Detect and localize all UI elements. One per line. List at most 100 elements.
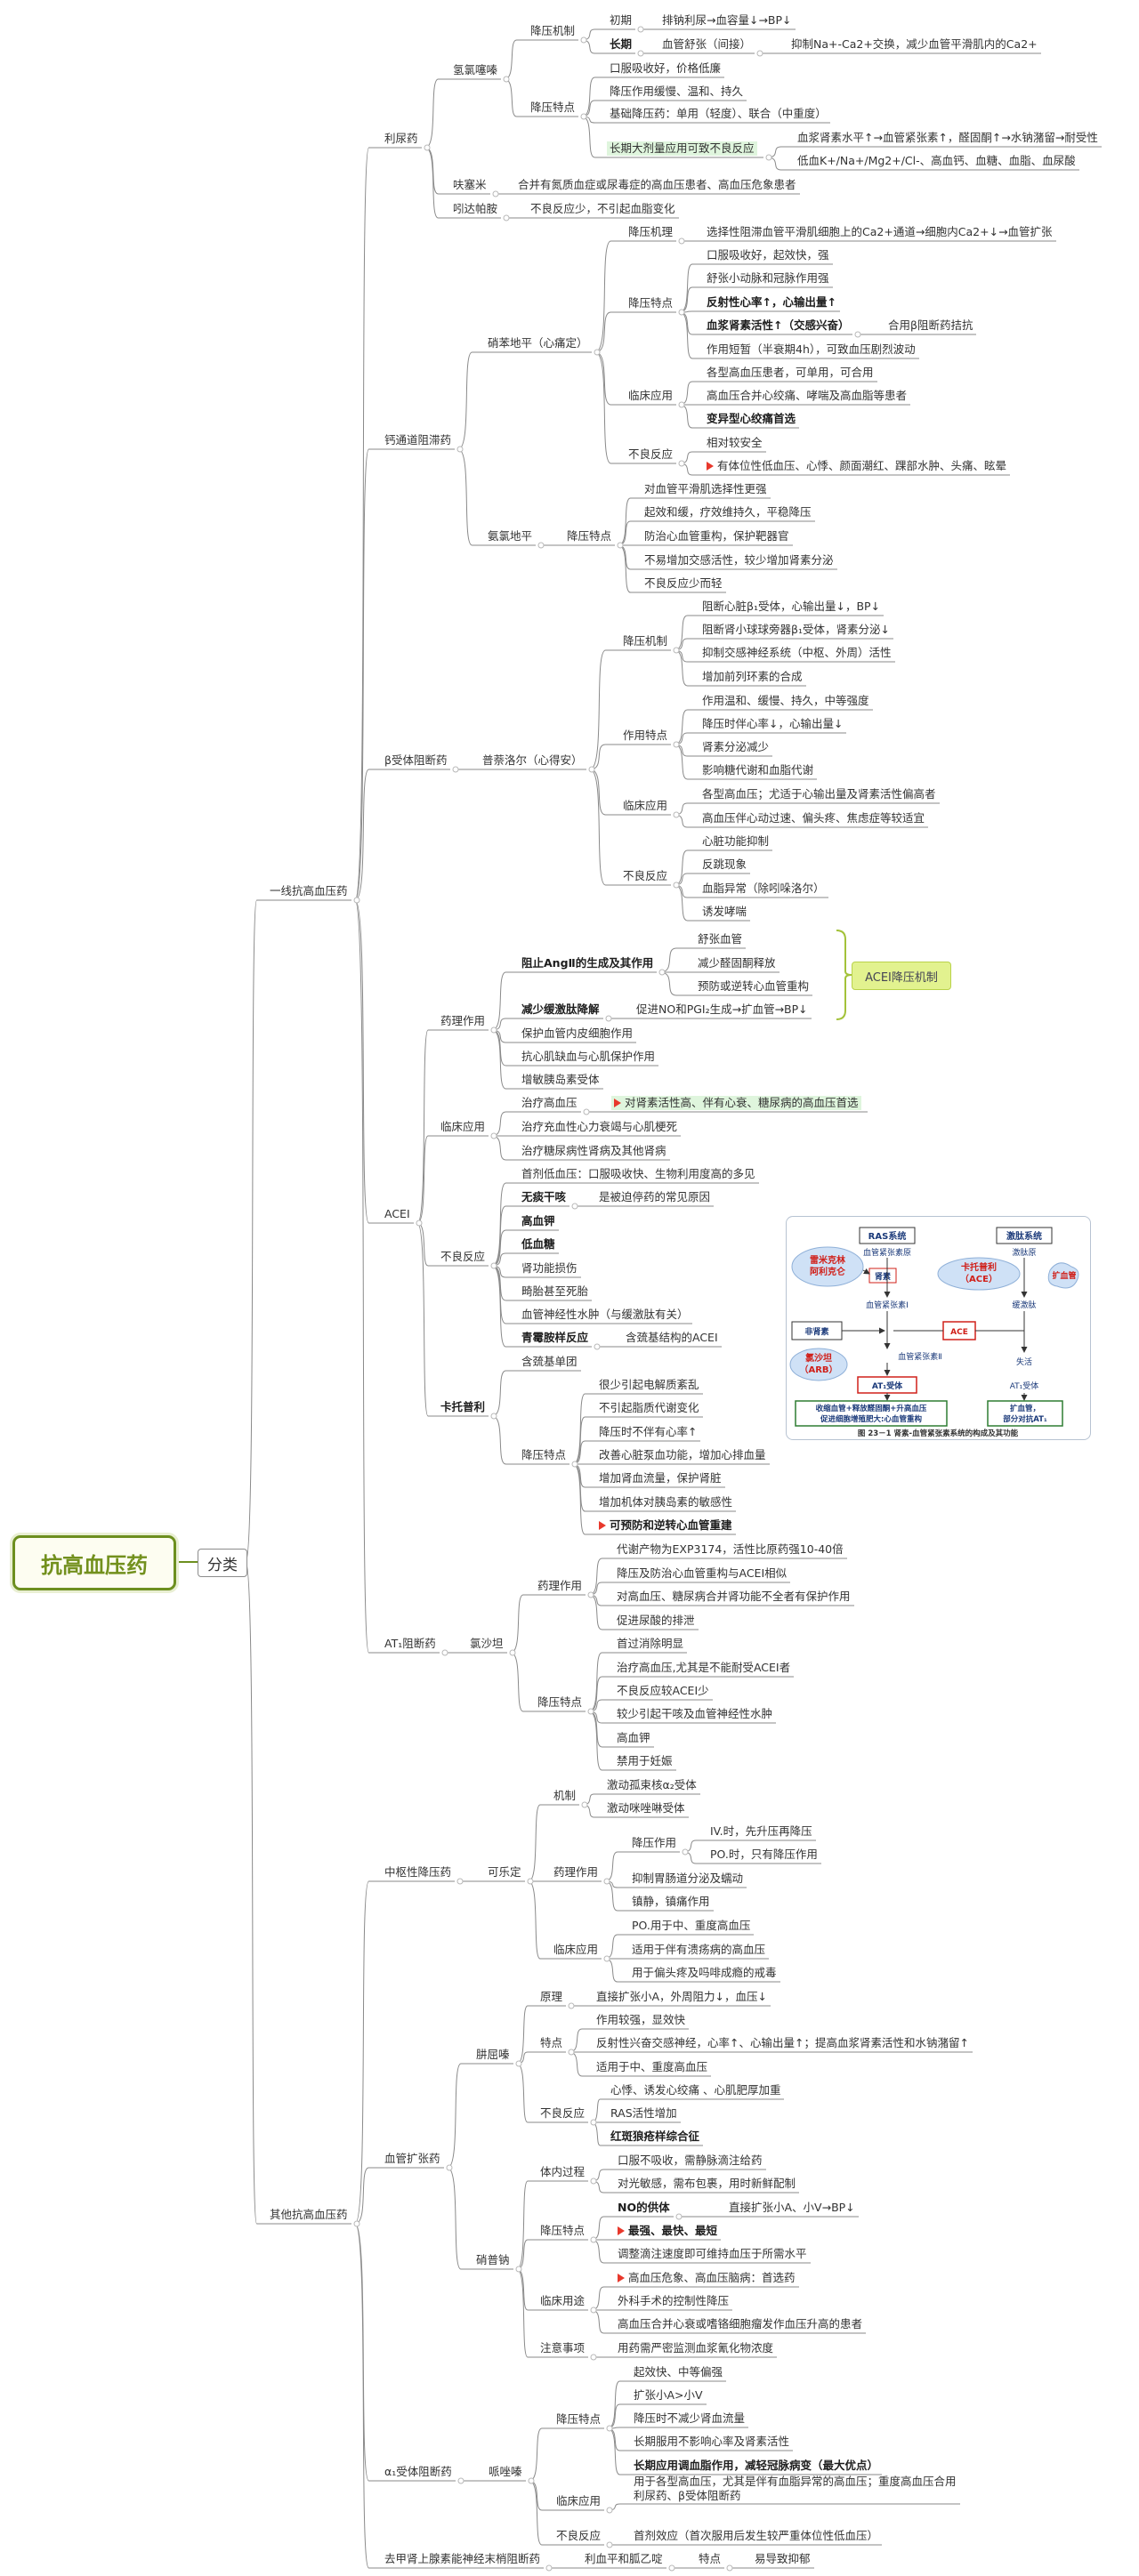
mindmap-node-m14[interactable]: 适用于伴有溃疡病的高血压 — [632, 1943, 765, 1957]
mindmap-node-e27[interactable]: 含巯基结构的ACEI — [626, 1331, 718, 1345]
mindmap-node-r2[interactable]: 哌唑嗪 — [489, 2465, 522, 2479]
mindmap-node-v25[interactable]: 高血压合并心衰或嗜铬细胞瘤发作血压升高的患者 — [618, 2317, 862, 2331]
mindmap-node-c1[interactable]: 钙通道阻滞药 — [384, 433, 451, 447]
mindmap-node-bb9[interactable]: 作用温和、缓慢、持久，中等强度 — [702, 694, 869, 708]
mindmap-node-r6[interactable]: 降压时不减少肾血流量 — [634, 2411, 745, 2426]
mindmap-node-e2[interactable]: 药理作用 — [440, 1014, 485, 1028]
mindmap-node-v9[interactable]: 不良反应 — [540, 2106, 585, 2121]
mindmap-node-t8[interactable]: 降压特点 — [537, 1695, 582, 1710]
mindmap-node-bb13[interactable]: 临床应用 — [623, 799, 667, 813]
mindmap-node-g3[interactable]: 特点 — [699, 2552, 721, 2566]
mindmap-node-e25[interactable]: 血管神经性水肿（与缓激肽有关） — [521, 1308, 689, 1322]
mindmap-node-v17[interactable]: 降压特点 — [540, 2224, 585, 2238]
mindmap-node-bb18[interactable]: 反跳现象 — [702, 857, 747, 872]
mindmap-node-l9[interactable]: 降压特点 — [530, 101, 575, 115]
mindmap-node-e37[interactable]: 可预防和逆转心血管重建 — [599, 1518, 732, 1533]
mindmap-node-e29[interactable]: 含巯基单团 — [521, 1355, 578, 1369]
mindmap-node-e19[interactable]: 无痰干咳 — [521, 1190, 566, 1204]
mindmap-node-e17[interactable]: 不良反应 — [440, 1250, 485, 1264]
mindmap-node-e30[interactable]: 降压特点 — [521, 1448, 566, 1462]
mindmap-node-t9[interactable]: 首过消除明显 — [617, 1637, 683, 1651]
mindmap-node-bb7[interactable]: 增加前列环素的合成 — [702, 670, 803, 684]
mindmap-node-m11[interactable]: 镇静，镇痛作用 — [632, 1895, 710, 1909]
mindmap-node-e18[interactable]: 首剂低血压：口服吸收快、生物利用度高的多见 — [521, 1167, 755, 1181]
mindmap-node-e11[interactable]: 增敏胰岛素受体 — [521, 1073, 600, 1087]
mindmap-node-t7[interactable]: 促进尿酸的排泄 — [617, 1614, 695, 1628]
mindmap-node-e34[interactable]: 改善心脏泵血功能，增加心排血量 — [599, 1448, 766, 1462]
mindmap-node-e31[interactable]: 很少引起电解质紊乱 — [599, 1378, 699, 1392]
mindmap-node-bb20[interactable]: 诱发哮喘 — [702, 905, 747, 919]
mindmap-node-bb4[interactable]: 阻断心脏β₁受体，心输出量↓，BP↓ — [702, 600, 880, 614]
mindmap-node-e12[interactable]: 临床应用 — [440, 1120, 485, 1134]
mindmap-node-e10[interactable]: 抗心肌缺血与心肌保护作用 — [521, 1050, 655, 1064]
mindmap-node-r3[interactable]: 降压特点 — [556, 2412, 601, 2427]
mindmap-node-l15[interactable]: 低血K+/Na+/Mg2+/Cl-、高血钙、血糖、血脂、血尿酸 — [797, 154, 1076, 168]
mindmap-node-bb8[interactable]: 作用特点 — [623, 729, 667, 743]
mindmap-root-node[interactable]: 抗高血压药 — [12, 1535, 176, 1590]
mindmap-node-m10[interactable]: 抑制胃肠道分泌及蠕动 — [632, 1872, 743, 1886]
mindmap-node-l5[interactable]: 排钠利尿→血容量↓→BP↓ — [662, 13, 792, 28]
mindmap-node-m4[interactable]: 激动孤束核α₂受体 — [607, 1778, 697, 1792]
mindmap-node-e26[interactable]: 青霉胺样反应 — [521, 1331, 588, 1345]
mindmap-node-c15[interactable]: 变异型心绞痛首选 — [707, 412, 796, 426]
mindmap-node-r1[interactable]: α₁受体阻断药 — [384, 2465, 452, 2479]
mindmap-node-t4[interactable]: 代谢产物为EXP3174，活性比原药强10-40倍 — [617, 1542, 844, 1557]
mindmap-node-l7[interactable]: 血管舒张（间接） — [662, 37, 751, 52]
mindmap-node-v8[interactable]: 适用于中、重度高血压 — [596, 2060, 707, 2074]
mindmap-node-l3[interactable]: 降压机制 — [530, 24, 575, 38]
mindmap-node-r8[interactable]: 长期应用调血脂作用，减轻冠脉病变（最大优点） — [634, 2459, 878, 2473]
mindmap-node-m1[interactable]: 中枢性降压药 — [384, 1865, 451, 1880]
mindmap-node-bb6[interactable]: 抑制交感神经系统（中枢、外周）活性 — [702, 646, 892, 660]
mindmap-node-c19[interactable]: 氨氯地平 — [488, 529, 532, 543]
mindmap-node-v13[interactable]: 硝普钠 — [476, 2253, 510, 2267]
mindmap-node-c16[interactable]: 不良反应 — [628, 447, 673, 462]
mindmap-node-g1[interactable]: 去甲肾上腺素能神经末梢阻断药 — [384, 2552, 540, 2566]
mindmap-node-e7[interactable]: 减少缓激肽降解 — [521, 1002, 600, 1017]
mindmap-node-r10[interactable]: 用于各型高血压，尤其是伴有血脂异常的高血压；重度高血压合用 利尿药、β受体阻断药 — [634, 2475, 957, 2503]
mindmap-node-v1[interactable]: 血管扩张药 — [384, 2152, 440, 2166]
mindmap-node-c25[interactable]: 不良反应少而轻 — [644, 576, 723, 591]
mindmap-node-v27[interactable]: 用药需严密监测血浆氰化物浓度 — [618, 2341, 773, 2355]
mindmap-node-v26[interactable]: 注意事项 — [540, 2341, 585, 2355]
mindmap-node-v22[interactable]: 临床用途 — [540, 2294, 585, 2308]
mindmap-node-t11[interactable]: 不良反应较ACEI少 — [617, 1684, 709, 1698]
mindmap-node-e36[interactable]: 增加机体对胰岛素的敏感性 — [599, 1495, 732, 1509]
mindmap-node-bb16[interactable]: 不良反应 — [623, 869, 667, 883]
mindmap-node-l6[interactable]: 长期 — [610, 37, 632, 52]
mindmap-node-e33[interactable]: 降压时不伴有心率↑ — [599, 1425, 697, 1439]
mindmap-node-e35[interactable]: 增加肾血流量，保护肾脏 — [599, 1471, 722, 1485]
mindmap-node-e13[interactable]: 治疗高血压 — [521, 1096, 578, 1110]
mindmap-node-l18[interactable]: 吲达帕胺 — [453, 202, 497, 216]
mindmap-node-l10[interactable]: 口服吸收好，价格低廉 — [610, 61, 721, 76]
mindmap-node-v11[interactable]: RAS活性增加 — [610, 2106, 677, 2121]
mindmap-node-c3[interactable]: 降压机理 — [628, 225, 673, 239]
mindmap-node-e3[interactable]: 阻止AngⅡ的生成及其作用 — [521, 956, 653, 970]
mindmap-node-r7[interactable]: 长期服用不影响心率及肾素活性 — [634, 2435, 789, 2449]
mindmap-node-t5[interactable]: 降压及防治心血管重构与ACEI相似 — [617, 1566, 787, 1581]
mindmap-node-v6[interactable]: 作用较强，显效快 — [596, 2013, 685, 2027]
mindmap-node-e24[interactable]: 畸胎甚至死胎 — [521, 1284, 588, 1299]
mindmap-node-v3[interactable]: 原理 — [540, 1990, 562, 2004]
mindmap-node-e5[interactable]: 减少醛固酮释放 — [698, 956, 776, 970]
mindmap-node-r12[interactable]: 首剂效应（首次服用后发生较严重体位性低血压） — [634, 2529, 878, 2543]
mindmap-node-t2[interactable]: 氯沙坦 — [470, 1637, 504, 1651]
mindmap-node-bb3[interactable]: 降压机制 — [623, 634, 667, 648]
mindmap-node-l4[interactable]: 初期 — [610, 13, 632, 28]
mindmap-node-t3[interactable]: 药理作用 — [537, 1579, 582, 1593]
mindmap-node-l13[interactable]: 长期大剂量应用可致不良反应 — [607, 141, 757, 156]
mindmap-node-bb12[interactable]: 影响糖代谢和血脂代谢 — [702, 763, 813, 777]
mindmap-node-c22[interactable]: 起效和缓，疗效维持久，平稳降压 — [644, 505, 812, 519]
mindmap-node-e20[interactable]: 是被迫停药的常见原因 — [599, 1190, 710, 1204]
mindmap-node-bb19[interactable]: 血脂异常（除吲哚洛尔） — [702, 881, 825, 896]
mindmap-node-g2[interactable]: 利血平和胍乙啶 — [585, 2552, 663, 2566]
mindmap-node-g4[interactable]: 易导致抑郁 — [755, 2552, 811, 2566]
mindmap-node-v12[interactable]: 红斑狼疮样综合征 — [610, 2129, 699, 2144]
mindmap-node-m6[interactable]: 药理作用 — [553, 1865, 598, 1880]
mindmap-node-t6[interactable]: 对高血压、糖尿病合并肾功能不全者有保护作用 — [617, 1590, 851, 1604]
mindmap-node-c6[interactable]: 口服吸收好，起效快，强 — [707, 248, 829, 262]
mindmap-node-v2[interactable]: 肼屈嗪 — [476, 2048, 510, 2062]
mindmap-node-m12[interactable]: 临床应用 — [553, 1943, 598, 1957]
mindmap-node-c10[interactable]: 合用β阻断药拮抗 — [888, 318, 973, 333]
mindmap-node-e4[interactable]: 舒张血管 — [698, 932, 742, 946]
mindmap-node-l14[interactable]: 血浆肾素水平↑→血管紧张素↑，醛固酮↑→水钠潴留→耐受性 — [797, 131, 1098, 145]
